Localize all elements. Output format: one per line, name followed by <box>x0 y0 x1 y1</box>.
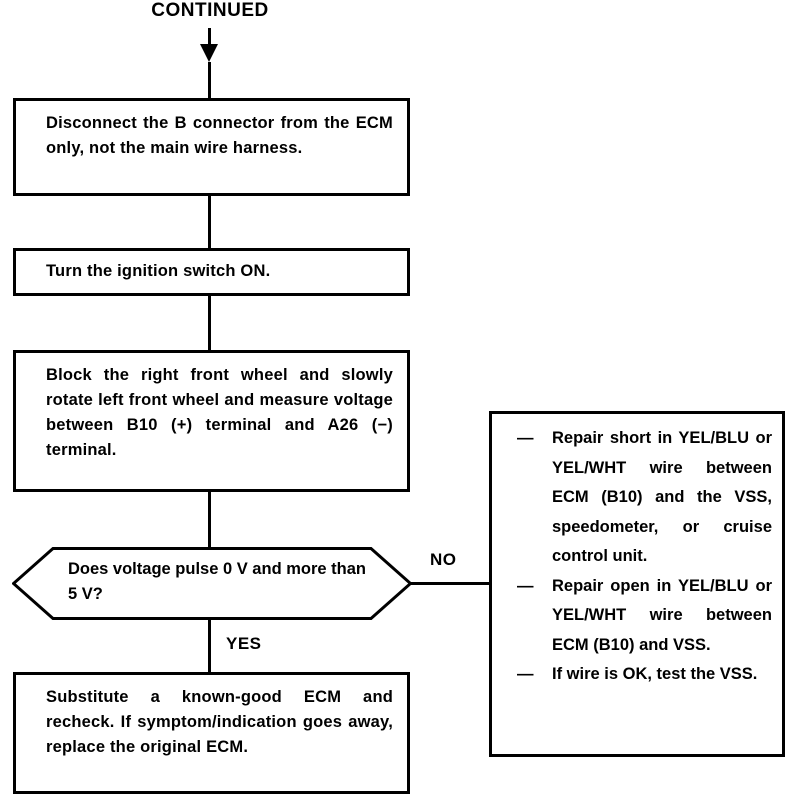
repair-list-item-text: Repair open in YEL/BLU or YEL/WHT wire b… <box>552 576 772 654</box>
bullet-dash-icon: — <box>517 665 534 683</box>
connector-ignition-to-measure <box>208 296 211 350</box>
branch-label-no: NO <box>430 550 457 569</box>
repair-item-list: — Repair short in YEL/BLU or YEL/WHT wir… <box>517 424 772 690</box>
repair-list-item: — Repair short in YEL/BLU or YEL/WHT wir… <box>517 424 772 572</box>
outcome-substitute-box: Substitute a known-good ECM and recheck.… <box>13 672 410 794</box>
arrowhead-down-icon <box>200 44 218 62</box>
repair-list-item: — Repair open in YEL/BLU or YEL/WHT wire… <box>517 572 772 661</box>
outcome-repair-box: — Repair short in YEL/BLU or YEL/WHT wir… <box>489 411 785 757</box>
bullet-dash-icon: — <box>517 429 534 447</box>
connector-continued-to-disconnect <box>208 28 211 48</box>
repair-list-item-text: If wire is OK, test the VSS. <box>552 665 758 683</box>
decision-voltage-pulse: Does voltage pulse 0 V and more than 5 V… <box>12 547 412 620</box>
step-disconnect-text: Disconnect the B connector from the ECM … <box>46 114 393 157</box>
decision-text: Does voltage pulse 0 V and more than 5 V… <box>68 560 366 603</box>
connector-disconnect-to-ignition <box>208 196 211 248</box>
decision-hexagon-shape <box>12 547 412 620</box>
step-ignition-text: Turn the ignition switch ON. <box>46 262 271 280</box>
connector-decision-yes-to-substitute <box>208 620 211 672</box>
step-measure-box: Block the right front wheel and slowly r… <box>13 350 410 492</box>
step-ignition-box: Turn the ignition switch ON. <box>13 248 410 296</box>
bullet-dash-icon: — <box>517 576 534 595</box>
connector-arrow-stem <box>208 62 211 98</box>
branch-label-yes: YES <box>226 634 262 653</box>
step-measure-text: Block the right front wheel and slowly r… <box>46 366 393 459</box>
repair-list-item-text: Repair short in YEL/BLU or YEL/WHT wire … <box>552 429 772 565</box>
continued-label: CONTINUED <box>151 0 269 21</box>
outcome-substitute-text: Substitute a known-good ECM and recheck.… <box>46 688 393 756</box>
repair-list-item: — If wire is OK, test the VSS. <box>517 660 772 690</box>
connector-decision-no-to-repair <box>410 582 489 585</box>
step-disconnect-box: Disconnect the B connector from the ECM … <box>13 98 410 196</box>
connector-measure-to-decision <box>208 492 211 547</box>
